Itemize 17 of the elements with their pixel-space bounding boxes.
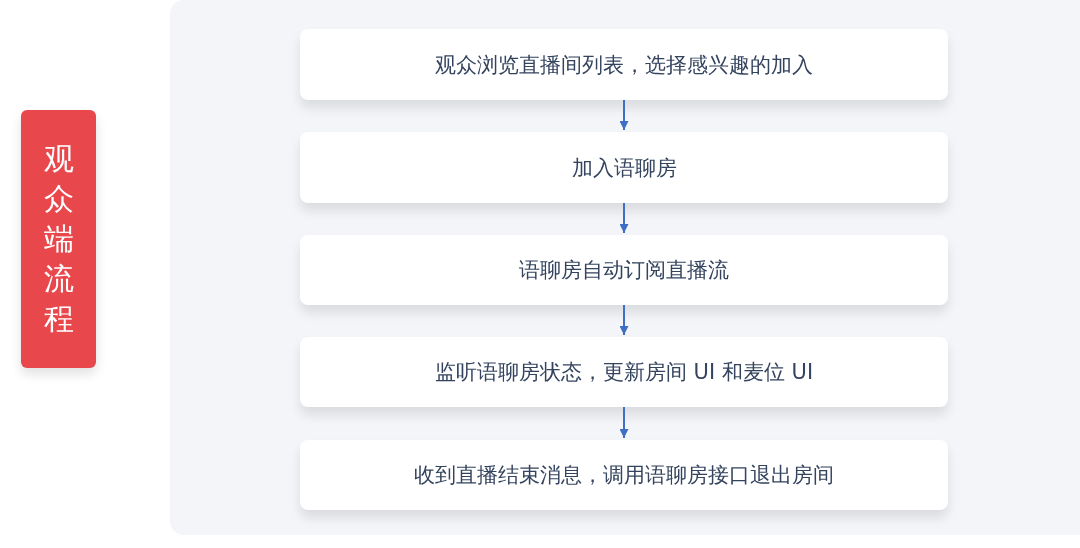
arrow bbox=[619, 99, 629, 131]
step-box bbox=[300, 235, 948, 305]
step-box bbox=[300, 337, 948, 407]
step-text: 加入语聊房 bbox=[571, 154, 677, 182]
step-box bbox=[300, 29, 948, 100]
arrow bbox=[619, 406, 629, 439]
step-box bbox=[300, 132, 948, 203]
vertical-title: 观众端流程 bbox=[42, 140, 75, 338]
step-box bbox=[300, 440, 948, 510]
arrow bbox=[619, 304, 629, 336]
step-text: 监听语聊房状态，更新房间 UI 和麦位 UI bbox=[434, 359, 814, 386]
step-text: 观众浏览直播间列表，选择感兴趣的加入 bbox=[435, 51, 813, 79]
step-text: 收到直播结束消息，调用语聊房接口退出房间 bbox=[414, 462, 834, 489]
panel-background bbox=[170, 0, 1080, 535]
title-tab bbox=[21, 110, 96, 368]
arrow bbox=[619, 202, 629, 234]
step-text: 语聊房自动订阅直播流 bbox=[519, 257, 729, 284]
